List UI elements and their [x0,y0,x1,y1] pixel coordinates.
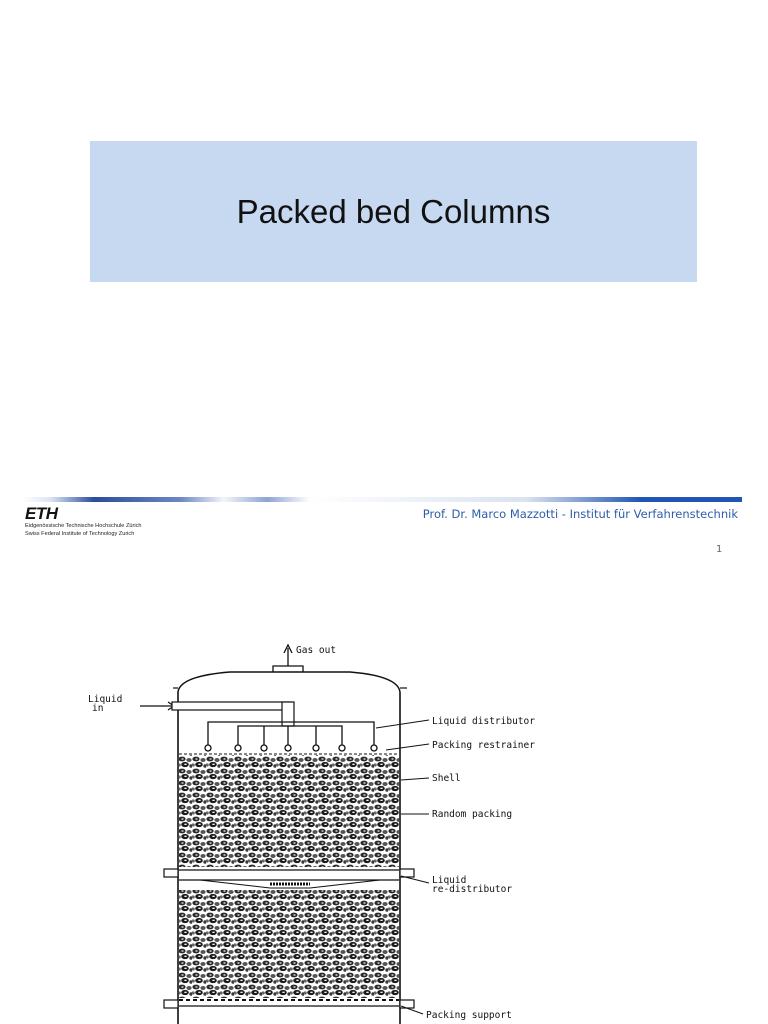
gas-out-nozzle [272,643,304,672]
label-packing-restrainer: Packing restrainer [432,740,535,751]
label-packing-support: Packing support [426,1010,512,1021]
eth-logo-line-2: Swiss Federal Institute of Technology Zu… [25,531,135,537]
upper-random-packing [179,755,399,867]
label-liquid-in-2: in [92,703,103,714]
column-top-head [177,671,401,693]
eth-logo-line-1: Eidgenössische Technische Hochschule Zür… [25,523,142,529]
label-liquid-redistributor-2: re-distributor [432,884,512,895]
page-number: 1 [716,544,723,555]
liquid-redistributor [163,868,415,889]
eth-logo: ETH [25,504,58,523]
label-gas-out: Gas out [296,645,336,656]
packed-column-diagram: Gas out Liquid in [88,643,535,1024]
leader-lines [375,719,430,1015]
liquid-distributor [204,721,378,752]
label-liquid-in-1: Liquid [88,694,122,705]
author-line: Prof. Dr. Marco Mazzotti - Institut für … [422,507,738,521]
label-random-packing: Random packing [432,809,512,820]
label-liquid-redistributor-1: Liquid [432,875,466,886]
lower-random-packing [179,890,399,998]
slide-title: Packed bed Columns [236,192,551,230]
title-box: Packed bed Columns [90,141,697,282]
label-shell: Shell [432,773,461,784]
column-shell [173,687,407,1024]
footer-divider [22,497,742,502]
label-liquid-distributor: Liquid distributor [432,716,535,727]
eth-logo-subtitle: Eidgenössische Technische Hochschule Zür… [25,522,142,538]
packing-support [163,999,415,1009]
